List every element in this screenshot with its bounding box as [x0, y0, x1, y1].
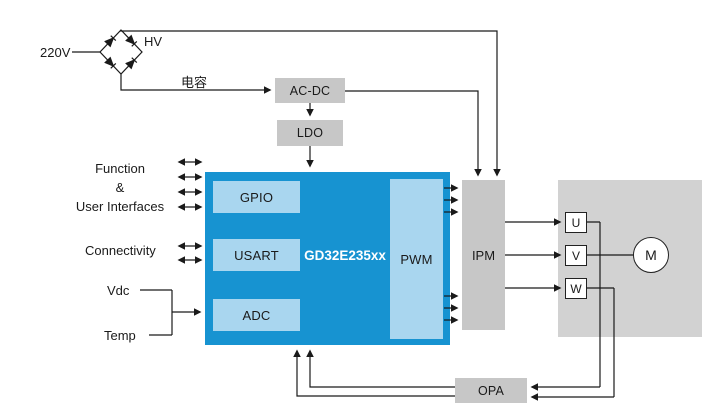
usart-block: USART	[213, 239, 300, 271]
function-label-line2: &	[115, 180, 125, 195]
motor-icon: M	[633, 237, 669, 273]
vdc-label: Vdc	[107, 283, 130, 298]
adc-block: ADC	[213, 299, 300, 331]
pwm-block: PWM	[390, 179, 443, 339]
function-label-line1: Function	[95, 161, 145, 176]
function-user-interfaces-label: Function & User Interfaces	[64, 159, 176, 216]
phase-u-box: U	[565, 212, 587, 233]
opa-block: OPA	[455, 378, 527, 403]
phase-v-box: V	[565, 245, 587, 266]
connectivity-label: Connectivity	[85, 243, 156, 258]
gpio-block: GPIO	[213, 181, 300, 213]
ipm-block: IPM	[462, 180, 505, 330]
function-label-line3: User Interfaces	[75, 199, 165, 214]
ldo-block: LDO	[277, 120, 343, 146]
mains-voltage-label: 220V	[40, 45, 71, 60]
acdc-block: AC-DC	[275, 78, 345, 103]
acdc-to-ipm-line	[345, 90, 482, 177]
capacitor-label: 电容	[181, 75, 208, 90]
temp-label: Temp	[104, 328, 136, 343]
phase-w-box: W	[565, 278, 587, 299]
mcu-title: GD32E235xx	[304, 247, 386, 263]
bridge-rectifier-icon	[72, 29, 143, 75]
hv-label: HV	[144, 34, 163, 49]
